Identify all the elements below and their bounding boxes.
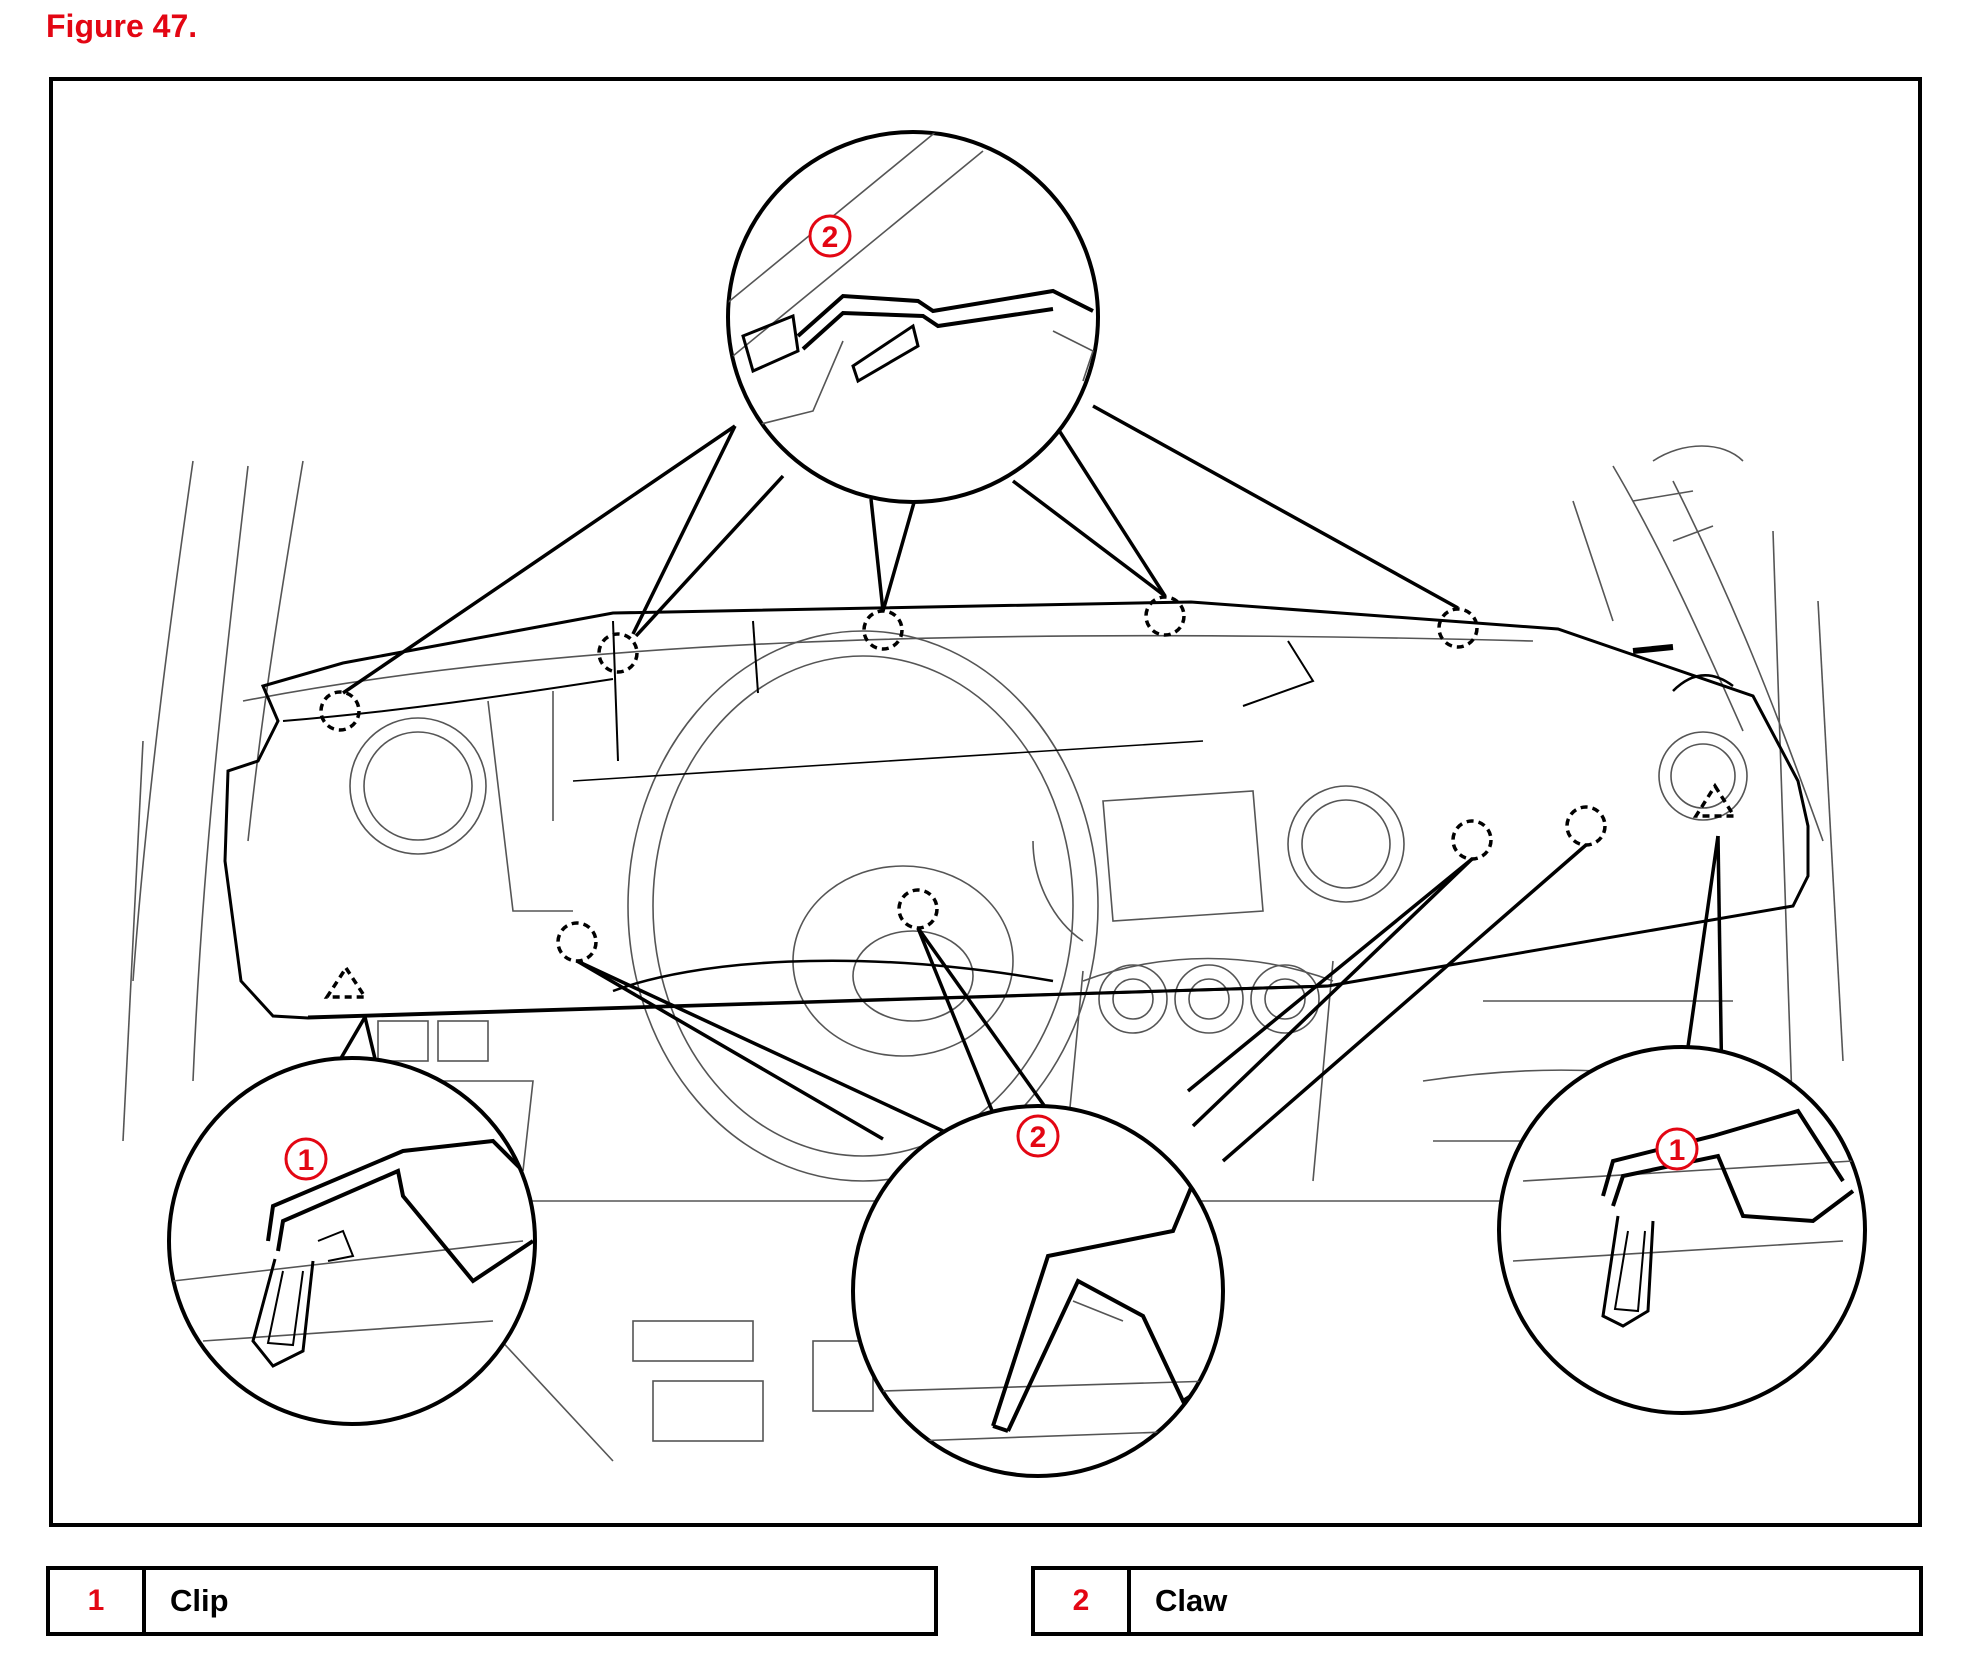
- callout-number-clip: 1: [1669, 1134, 1686, 1167]
- claw-location-marker: [1437, 607, 1479, 649]
- illustration-frame: 2 1: [49, 77, 1922, 1527]
- claw-location-marker: [1144, 595, 1186, 637]
- legend-label: Claw: [1155, 1583, 1228, 1618]
- claw-location-marker: [897, 888, 939, 930]
- dashboard-illustration: 2 1: [122, 130, 1867, 1478]
- detail-circle-clip-right: 1: [1497, 1045, 1867, 1415]
- callout-number-claw: 2: [1030, 1121, 1047, 1154]
- car-interior-sketch: [122, 445, 1844, 1462]
- detail-circle-claw-center: 2: [851, 1104, 1225, 1478]
- clip-location-marker: [323, 964, 369, 999]
- legend-label: Clip: [170, 1583, 229, 1618]
- claw-location-marker: [1565, 805, 1607, 847]
- claw-location-marker: [597, 632, 639, 674]
- figure-title: Figure 47.: [46, 8, 198, 44]
- claw-location-marker: [556, 921, 598, 963]
- callout-number-clip: 1: [298, 1144, 315, 1177]
- claw-location-marker: [862, 609, 904, 651]
- claw-location-marker: [1451, 819, 1493, 861]
- callout-number-claw: 2: [822, 221, 839, 254]
- fastener-location-markers: [319, 595, 1738, 999]
- leader-lines: [307, 404, 1724, 1163]
- claw-location-marker: [319, 690, 361, 732]
- legend-number: 1: [50, 1570, 146, 1632]
- legend-row-clip: 1 Clip: [46, 1566, 938, 1636]
- legend-number: 2: [1035, 1570, 1131, 1632]
- detail-circle-claw-top: 2: [726, 130, 1100, 504]
- detail-circle-clip-left: 1: [167, 1056, 537, 1426]
- legend-row-claw: 2 Claw: [1031, 1566, 1923, 1636]
- clip-location-marker: [1692, 782, 1738, 818]
- instrument-panel: [223, 600, 1810, 1020]
